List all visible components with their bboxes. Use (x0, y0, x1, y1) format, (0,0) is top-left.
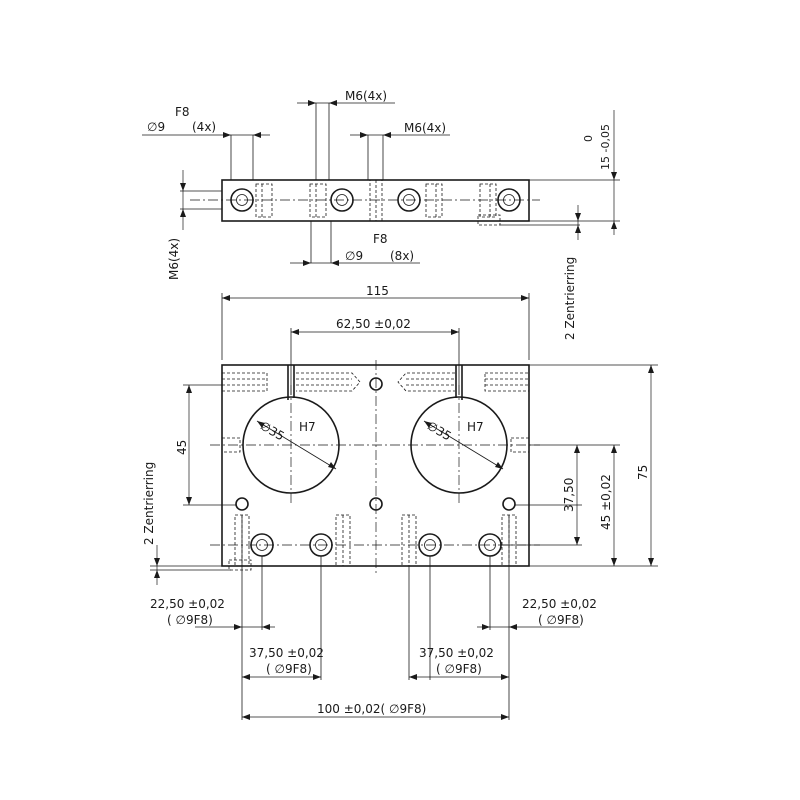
zentrierung-left: 2 Zentrierring (142, 462, 156, 545)
dim-45-right: 45 ±0,02 (599, 474, 613, 530)
zentrierung-right: 2 Zentrierring (563, 257, 577, 340)
dim-45-left: 45 (175, 440, 189, 455)
left-37-50: 37,50 ±0,02 (249, 646, 324, 660)
small-hole-mid-center (369, 497, 383, 511)
front-centerlines (210, 360, 540, 575)
front-dimension-lines (154, 295, 654, 585)
front-hidden-threads (221, 372, 530, 453)
dim-62-50: 62,50 ±0,02 (336, 317, 411, 331)
f8-label-bottom: F8 (373, 232, 388, 246)
count-4x-left: (4x) (192, 120, 216, 134)
top-hidden-threads (255, 179, 501, 226)
f8-label-left: F8 (175, 105, 190, 119)
tol-0: 0 (582, 135, 595, 142)
right-37-50: 37,50 ±0,02 (419, 646, 494, 660)
dim-37-50-right: 37,50 (562, 478, 576, 512)
top-hole-1 (230, 188, 254, 212)
bore-right-fit: H7 (467, 420, 484, 434)
left-22-50-fit: ( ∅9F8) (167, 613, 213, 627)
dia9-bottom: ∅9 (345, 249, 363, 263)
top-hole-2 (330, 188, 354, 212)
left-22-50: 22,50 ±0,02 (150, 597, 225, 611)
dia9-left: ∅9 (147, 120, 165, 134)
total-100: 100 ±0,02( ∅9F8) (317, 702, 426, 716)
bore-left-dia: ∅35 (258, 418, 287, 443)
top-view: F8 ∅9 (4x) M6(4x) M6(4x) 0 15 -0,05 M6(4… (142, 89, 620, 340)
tol-15: 15 -0,05 (599, 124, 612, 170)
m6-left-vertical: M6(4x) (167, 238, 181, 280)
dim-115: 115 (366, 284, 389, 298)
top-dimension-lines (142, 100, 617, 266)
bore-right-dia: ∅35 (425, 418, 454, 443)
small-hole-mid-right (502, 497, 516, 511)
top-hole-4 (497, 188, 521, 212)
top-extension-lines (180, 103, 620, 263)
left-37-50-fit: ( ∅9F8) (266, 662, 312, 676)
top-hole-3 (397, 188, 421, 212)
slot-right (455, 365, 463, 400)
m6-top-a: M6(4x) (345, 89, 387, 103)
small-hole-mid-left (235, 497, 249, 511)
front-view-outline (221, 364, 530, 567)
dim-75: 75 (636, 465, 650, 480)
count-8x-bottom: (8x) (390, 249, 414, 263)
top-view-outline (221, 179, 530, 222)
right-22-50-fit: ( ∅9F8) (538, 613, 584, 627)
front-view: 115 62,50 ±0,02 45 ∅35 H7 ∅35 H7 37,50 4… (142, 284, 658, 720)
front-extension-lines (150, 293, 658, 720)
slot-left (287, 365, 295, 400)
bottom-dimensions: 22,50 ±0,02 ( ∅9F8) 22,50 ±0,02 ( ∅9F8) … (150, 597, 597, 720)
small-hole-top-center (369, 377, 383, 391)
m6-top-b: M6(4x) (404, 121, 446, 135)
right-37-50-fit: ( ∅9F8) (436, 662, 482, 676)
bore-left-fit: H7 (299, 420, 316, 434)
right-22-50: 22,50 ±0,02 (522, 597, 597, 611)
